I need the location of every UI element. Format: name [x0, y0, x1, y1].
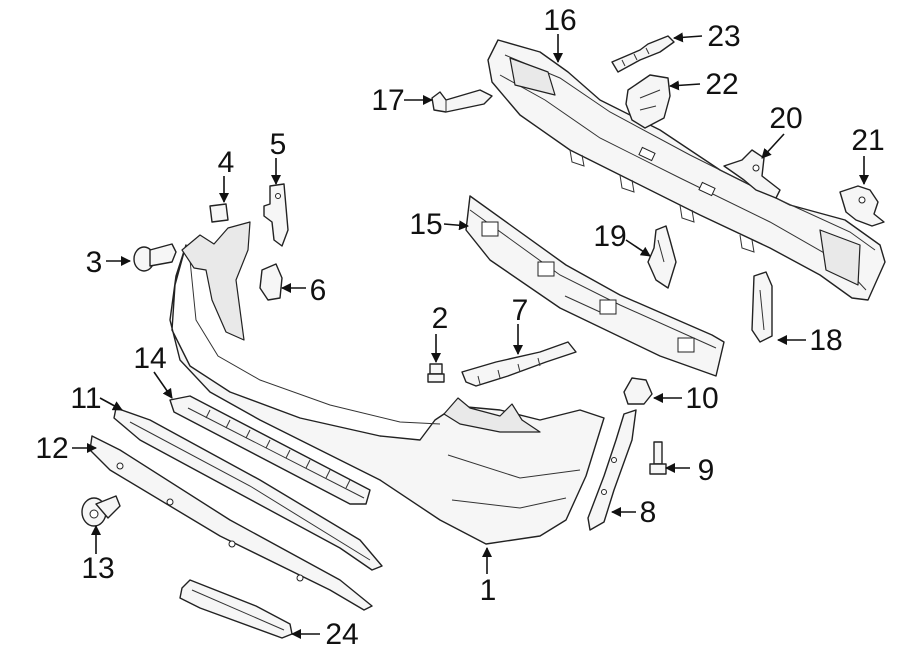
part-15-energy-absorber — [465, 195, 725, 377]
part-18-bracket — [751, 271, 773, 343]
part-14-step-pad — [169, 395, 371, 505]
part-23-bracket — [611, 35, 675, 73]
callout-18: 18 — [809, 324, 842, 357]
part-6-clip — [259, 263, 283, 301]
part-19-bracket — [647, 225, 677, 289]
callout-15: 15 — [409, 208, 442, 241]
part-17-bracket — [431, 89, 493, 113]
part-9-bolt — [649, 441, 667, 475]
callout-1: 1 — [480, 574, 497, 607]
callout-6: 6 — [310, 274, 327, 307]
callout-12: 12 — [35, 432, 68, 465]
callout-22: 22 — [705, 68, 738, 101]
part-12-lower-valance — [89, 435, 373, 611]
callout-19: 19 — [593, 220, 626, 253]
callout-2: 2 — [432, 302, 449, 335]
callout-3: 3 — [86, 246, 103, 279]
part-24-reflector — [179, 579, 293, 639]
part-3-push-pin — [133, 243, 177, 272]
callout-16: 16 — [543, 4, 576, 37]
part-7-bracket — [461, 341, 577, 387]
callout-5: 5 — [270, 128, 287, 161]
part-21-bracket — [839, 185, 885, 227]
callout-labels: 1 2 3 4 5 6 7 8 9 10 11 12 13 14 15 16 1… — [35, 4, 884, 651]
part-16-impact-bar — [487, 39, 886, 301]
part-10-clip — [623, 377, 653, 405]
callout-21: 21 — [851, 124, 884, 157]
callout-13: 13 — [81, 552, 114, 585]
callout-4: 4 — [218, 146, 235, 179]
callout-17: 17 — [371, 84, 404, 117]
part-2-bolt — [427, 363, 445, 383]
callout-14: 14 — [133, 342, 166, 375]
part-20-bracket — [723, 149, 781, 199]
part-5-bracket — [263, 183, 289, 247]
callout-11: 11 — [70, 382, 101, 415]
part-4-clip — [209, 203, 229, 223]
callout-24: 24 — [325, 618, 358, 651]
callout-10: 10 — [685, 382, 718, 415]
part-8-side-bracket — [587, 409, 637, 531]
part-1-bumper-cover — [169, 221, 605, 545]
callout-8: 8 — [640, 496, 657, 529]
part-11-lower-trim — [113, 407, 383, 571]
part-22-bracket — [625, 74, 671, 129]
callout-23: 23 — [707, 20, 740, 53]
callout-9: 9 — [698, 454, 715, 487]
leader-lines — [72, 32, 869, 639]
part-13-push-pin — [81, 495, 121, 527]
callout-7: 7 — [512, 294, 529, 327]
callout-20: 20 — [769, 102, 802, 135]
